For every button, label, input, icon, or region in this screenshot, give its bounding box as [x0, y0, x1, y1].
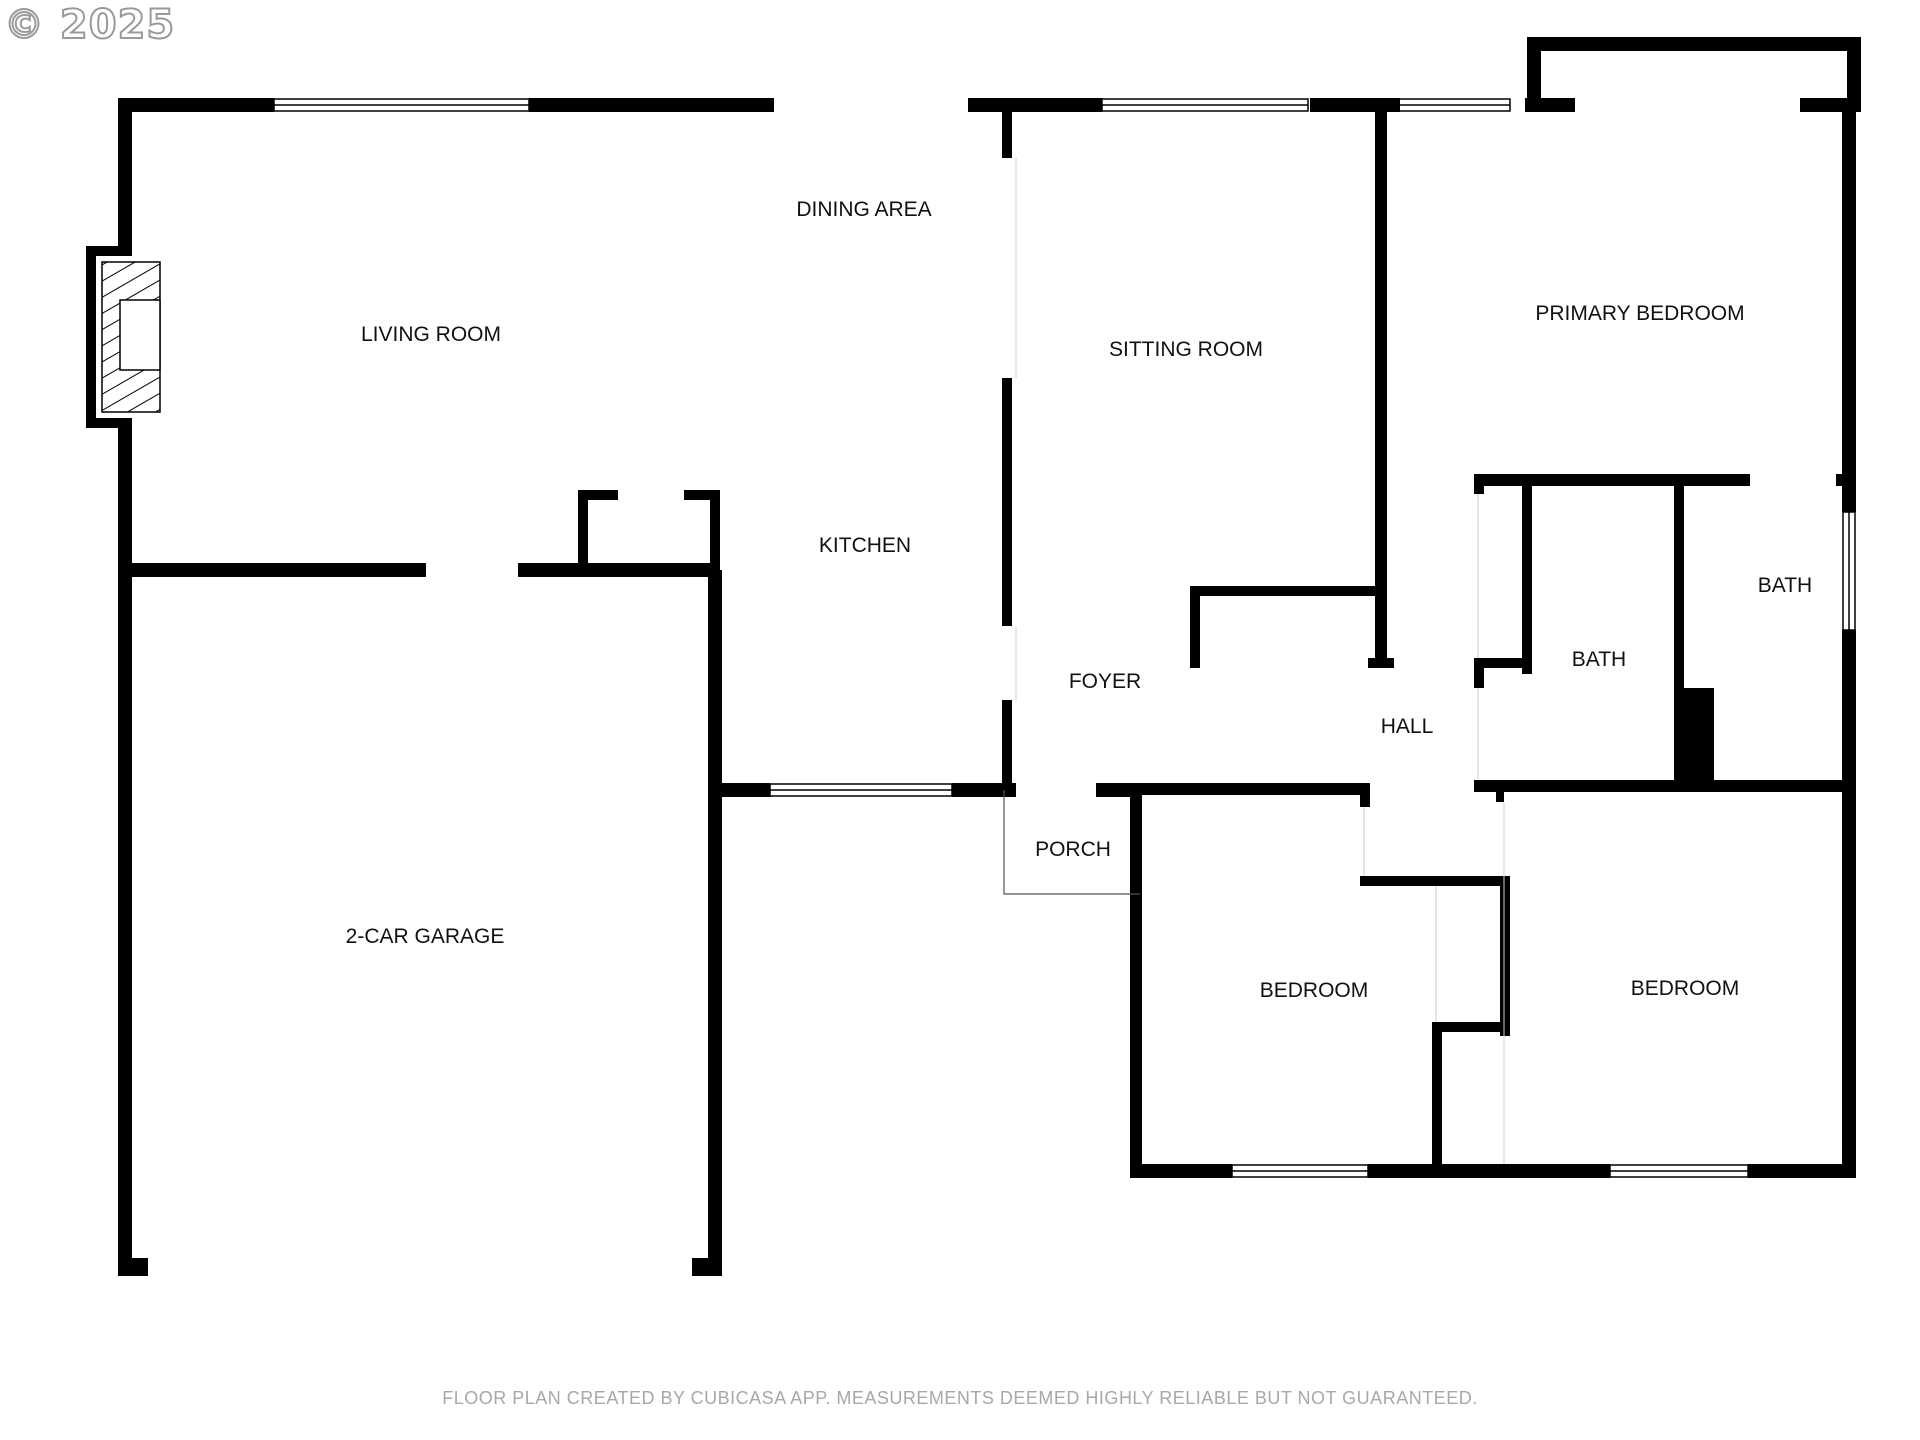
room-label-hall: HALL: [1381, 715, 1434, 738]
disclaimer-footer: FLOOR PLAN CREATED BY CUBICASA APP. MEAS…: [442, 1388, 1478, 1408]
windows: [273, 98, 1856, 1178]
room-label-living-room: LIVING ROOM: [361, 323, 501, 346]
room-label-primary-bedroom: PRIMARY BEDROOM: [1535, 302, 1744, 325]
room-label-bath: BATH: [1758, 574, 1812, 597]
room-labels: DINING AREA LIVING ROOM SITTING ROOM PRI…: [346, 198, 1813, 1002]
copyright-watermark: © 2025: [3, 1, 176, 49]
room-label-dining-area: DINING AREA: [796, 198, 931, 221]
room-label-sitting-room: SITTING ROOM: [1109, 338, 1263, 361]
porch-outline: [1003, 790, 1140, 895]
door-openings: [1015, 158, 1505, 1164]
room-label-kitchen: KITCHEN: [819, 534, 911, 557]
room-label-bedroom: BEDROOM: [1260, 979, 1369, 1002]
room-label-porch: PORCH: [1035, 838, 1111, 861]
room-label-bedroom: BEDROOM: [1631, 977, 1740, 1000]
room-label-foyer: FOYER: [1069, 670, 1141, 693]
room-label-bath: BATH: [1572, 648, 1626, 671]
walls: [86, 37, 1861, 1276]
room-label-garage: 2-CAR GARAGE: [346, 925, 505, 948]
fireplace: [101, 261, 161, 413]
